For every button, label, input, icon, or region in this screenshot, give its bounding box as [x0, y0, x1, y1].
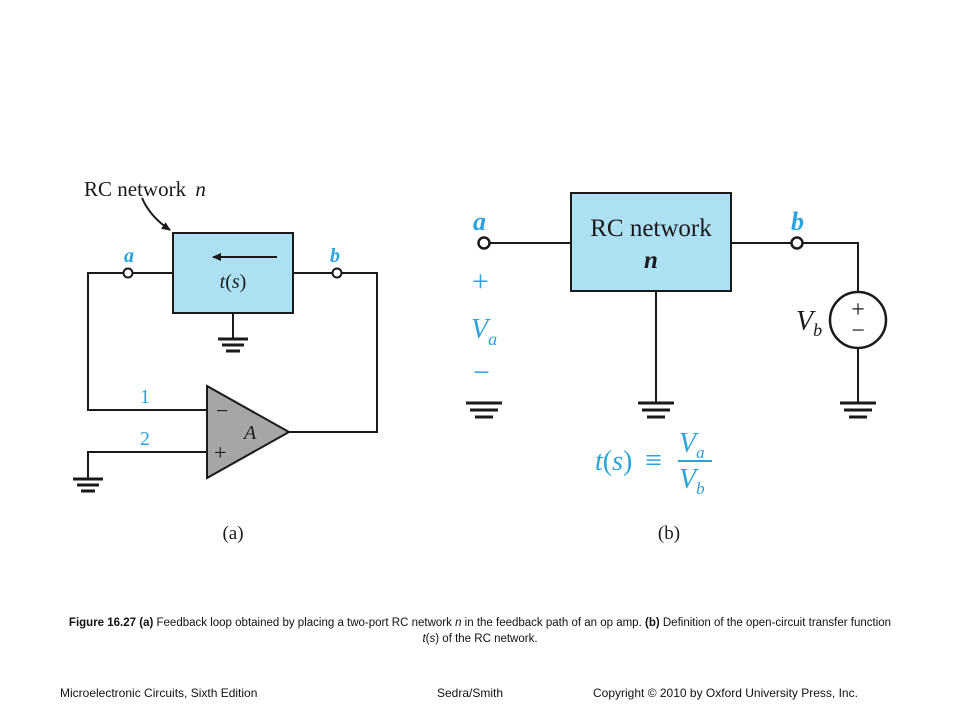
caption-part-b-text: Definition of the open-circuit transfer …: [662, 617, 892, 629]
ground-symbol: [466, 401, 502, 419]
input-2-label: 2: [140, 428, 150, 450]
wire-b-to-source: [803, 242, 859, 292]
rc-network-block: [570, 192, 732, 292]
terminal-b: [790, 236, 804, 250]
caption-part-a-var: n: [455, 617, 462, 629]
terminal-a: [122, 267, 134, 279]
authors: Sedra/Smith: [437, 686, 504, 700]
terminal-a: [477, 236, 491, 250]
block-symbol: n: [644, 247, 658, 274]
caption-part-b-func: t(s): [422, 633, 440, 645]
caption-part-a-text: Feedback loop obtained by placing a two-…: [156, 617, 452, 629]
node-b-label: b: [791, 207, 804, 236]
op-amp-plus: +: [214, 440, 226, 465]
feedback-wire-left: [87, 272, 207, 411]
block-transfer-function: t(s): [220, 271, 247, 293]
ground-symbol: [840, 401, 876, 419]
block-title: RC network: [590, 215, 712, 242]
vb-label: Vb: [796, 306, 822, 340]
caption-part-a-tag: (a): [139, 617, 154, 629]
va-label: Va: [471, 314, 497, 349]
ground-symbol: [73, 477, 103, 493]
node-a-label: a: [473, 207, 486, 236]
panel-a-label: (a): [222, 523, 243, 544]
rc-network-block: [172, 232, 294, 314]
caption-part-b-tag: (b): [644, 617, 660, 629]
transfer-function-lhs: t(s): [595, 446, 632, 477]
va-plus: +: [472, 265, 489, 298]
source-minus: −: [851, 318, 865, 344]
panel-b-label: (b): [658, 523, 680, 544]
callout-arrow: [141, 197, 171, 231]
caption-part-a-text-2: in the feedback path of an op amp.: [464, 617, 642, 629]
copyright: Copyright © 2010 by Oxford University Pr…: [593, 686, 858, 700]
op-amp: [206, 384, 292, 480]
feedback-wire-right: [289, 272, 378, 433]
fraction-numerator: Va: [679, 428, 705, 462]
equivalence-sign: ≡: [645, 444, 662, 477]
callout-label: RC network n: [84, 177, 206, 201]
figure-number: Figure 16.27: [68, 617, 137, 629]
fraction-denominator: Vb: [679, 464, 705, 498]
book-title: Microelectronic Circuits, Sixth Edition: [60, 686, 258, 700]
ground-symbol: [638, 401, 674, 419]
terminal-b: [331, 267, 343, 279]
ground-symbol: [218, 337, 248, 353]
node-a-label: a: [124, 245, 134, 267]
source-plus: +: [851, 297, 865, 323]
noninverting-ground-wire: [87, 451, 207, 478]
node-b-label: b: [330, 245, 340, 267]
panel-a: RC network n t(s) a b: [73, 177, 378, 544]
panel-b: RC network n a b + Va − + −: [466, 192, 888, 544]
figure-caption: Figure 16.27 (a) Feedback loop obtained …: [60, 615, 900, 647]
va-minus: −: [473, 356, 490, 389]
caption-part-b-text-2: of the RC network.: [442, 633, 538, 645]
op-amp-gain: A: [242, 422, 257, 444]
op-amp-minus: −: [216, 398, 228, 423]
input-1-label: 1: [140, 386, 150, 408]
